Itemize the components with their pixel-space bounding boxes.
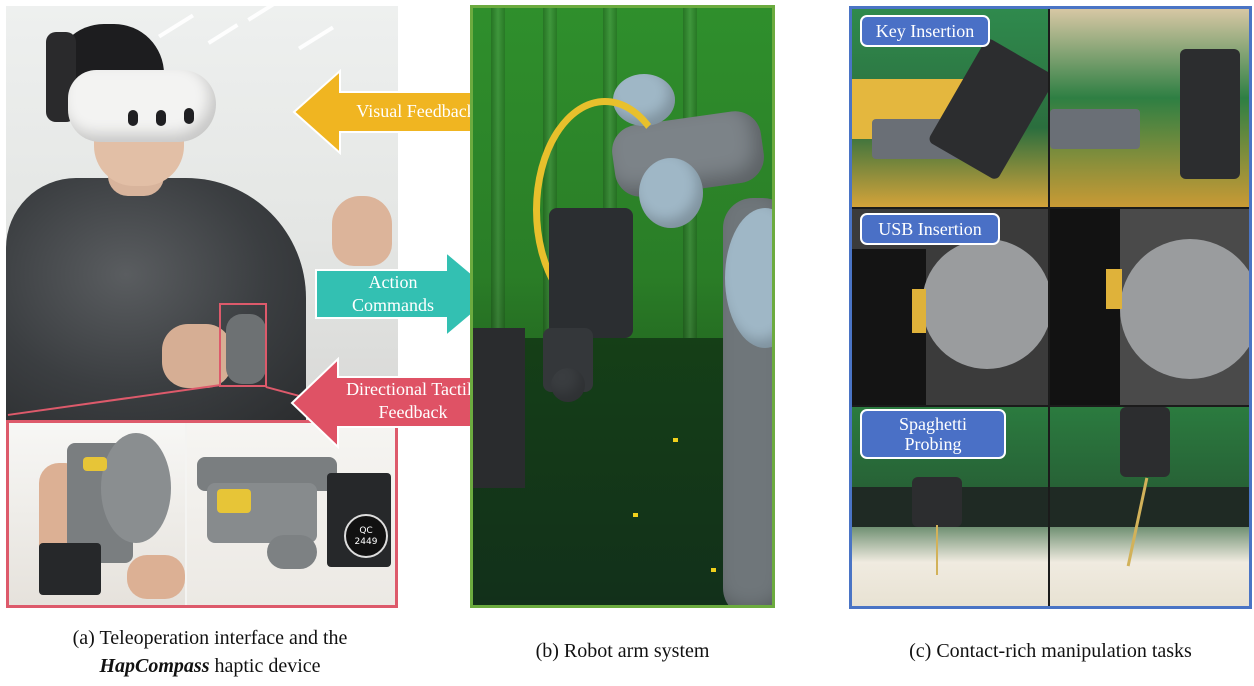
ceiling-light	[297, 25, 335, 51]
tactile-line2: Feedback	[378, 402, 448, 422]
usb-stick	[912, 289, 926, 333]
haptic-device-in-hand	[226, 314, 266, 384]
motor-block	[39, 543, 101, 595]
ceiling-light	[157, 13, 195, 39]
device-held-photo	[9, 423, 185, 605]
usb-stick	[1106, 269, 1122, 309]
robot-arm-photo	[470, 5, 775, 608]
floor-confetti	[711, 568, 716, 572]
caption-a-line2: HapCompass haptic device	[10, 652, 410, 680]
tactile-feedback-label: Directional Tactile Feedback	[330, 378, 496, 424]
gripper-disk	[922, 239, 1048, 369]
task-badge-label: USB Insertion	[878, 219, 982, 239]
motor-yellow	[83, 457, 107, 471]
gripper	[1180, 49, 1240, 179]
motor-yellow	[217, 489, 251, 513]
caption-a: (a) Teleoperation interface and the HapC…	[10, 624, 410, 680]
spaghetti-probing-frame-2	[1050, 407, 1249, 606]
yellow-cable	[533, 98, 677, 322]
qc-sticker-line1: QC	[359, 526, 373, 536]
task-badge-spaghetti-probing: Spaghetti Probing	[860, 409, 1006, 459]
tactile-sensor	[551, 368, 585, 402]
gripper	[912, 477, 962, 527]
task-badge-label: Probing	[904, 434, 962, 454]
caption-c: (c) Contact-rich manipulation tasks	[909, 640, 1192, 662]
spaghetti	[936, 525, 938, 575]
caption-b: (b) Robot arm system	[535, 640, 710, 662]
gripper	[1120, 407, 1170, 477]
robot-gripper	[549, 208, 633, 338]
floor-confetti	[633, 513, 638, 517]
ceiling-light	[247, 6, 275, 22]
qc-sticker: QC 2449	[344, 514, 388, 558]
rice-bin-edge	[1050, 487, 1249, 527]
task-badge-label: Spaghetti	[899, 414, 967, 434]
teleoperation-photo	[6, 6, 398, 420]
equipment-cart	[473, 328, 525, 488]
finger	[127, 555, 185, 599]
usb-insertion-frame-2	[1050, 209, 1249, 405]
key-insertion-frame-2	[1050, 9, 1249, 207]
action-commands-label: Action Commands	[318, 271, 468, 317]
key	[1050, 109, 1140, 149]
device-side-photo: QC 2449	[187, 423, 395, 605]
green-screen-fold	[491, 8, 505, 338]
headset-camera	[156, 110, 166, 126]
gripper	[927, 37, 1048, 181]
action-commands-line2: Commands	[351, 295, 434, 315]
caption-a-line1: (a) Teleoperation interface and the	[72, 627, 348, 649]
tactile-feedback-arrow: Directional Tactile Feedback	[290, 357, 498, 449]
floor-confetti	[673, 438, 678, 442]
device-wheel	[101, 433, 171, 543]
task-badge-key-insertion: Key Insertion	[860, 15, 990, 47]
gripper-disk	[1120, 239, 1249, 379]
task-badge-usb-insertion: USB Insertion	[860, 213, 1000, 245]
qc-sticker-line2: 2449	[354, 537, 378, 547]
manipulation-tasks-grid: Key Insertion USB Insertion Spaghetti Pr…	[849, 6, 1252, 609]
action-commands-line1: Action	[368, 272, 418, 292]
operator-raised-hand	[332, 196, 392, 266]
hapcompass-device-inset: QC 2449	[6, 420, 398, 608]
device-highlight-box	[219, 303, 267, 387]
headset-camera	[184, 108, 194, 124]
visual-feedback-arrow: Visual Feedback	[292, 69, 498, 155]
device-name: HapCompass	[99, 655, 210, 677]
vr-headset	[68, 70, 216, 142]
headset-camera	[128, 110, 138, 126]
caption-a-line2-rest: haptic device	[209, 655, 321, 677]
task-badge-label: Key Insertion	[875, 21, 975, 41]
visual-feedback-label: Visual Feedback	[356, 101, 476, 121]
tactile-line1: Directional Tactile	[346, 379, 480, 399]
ceiling-light	[207, 23, 239, 45]
device-ring	[267, 535, 317, 569]
